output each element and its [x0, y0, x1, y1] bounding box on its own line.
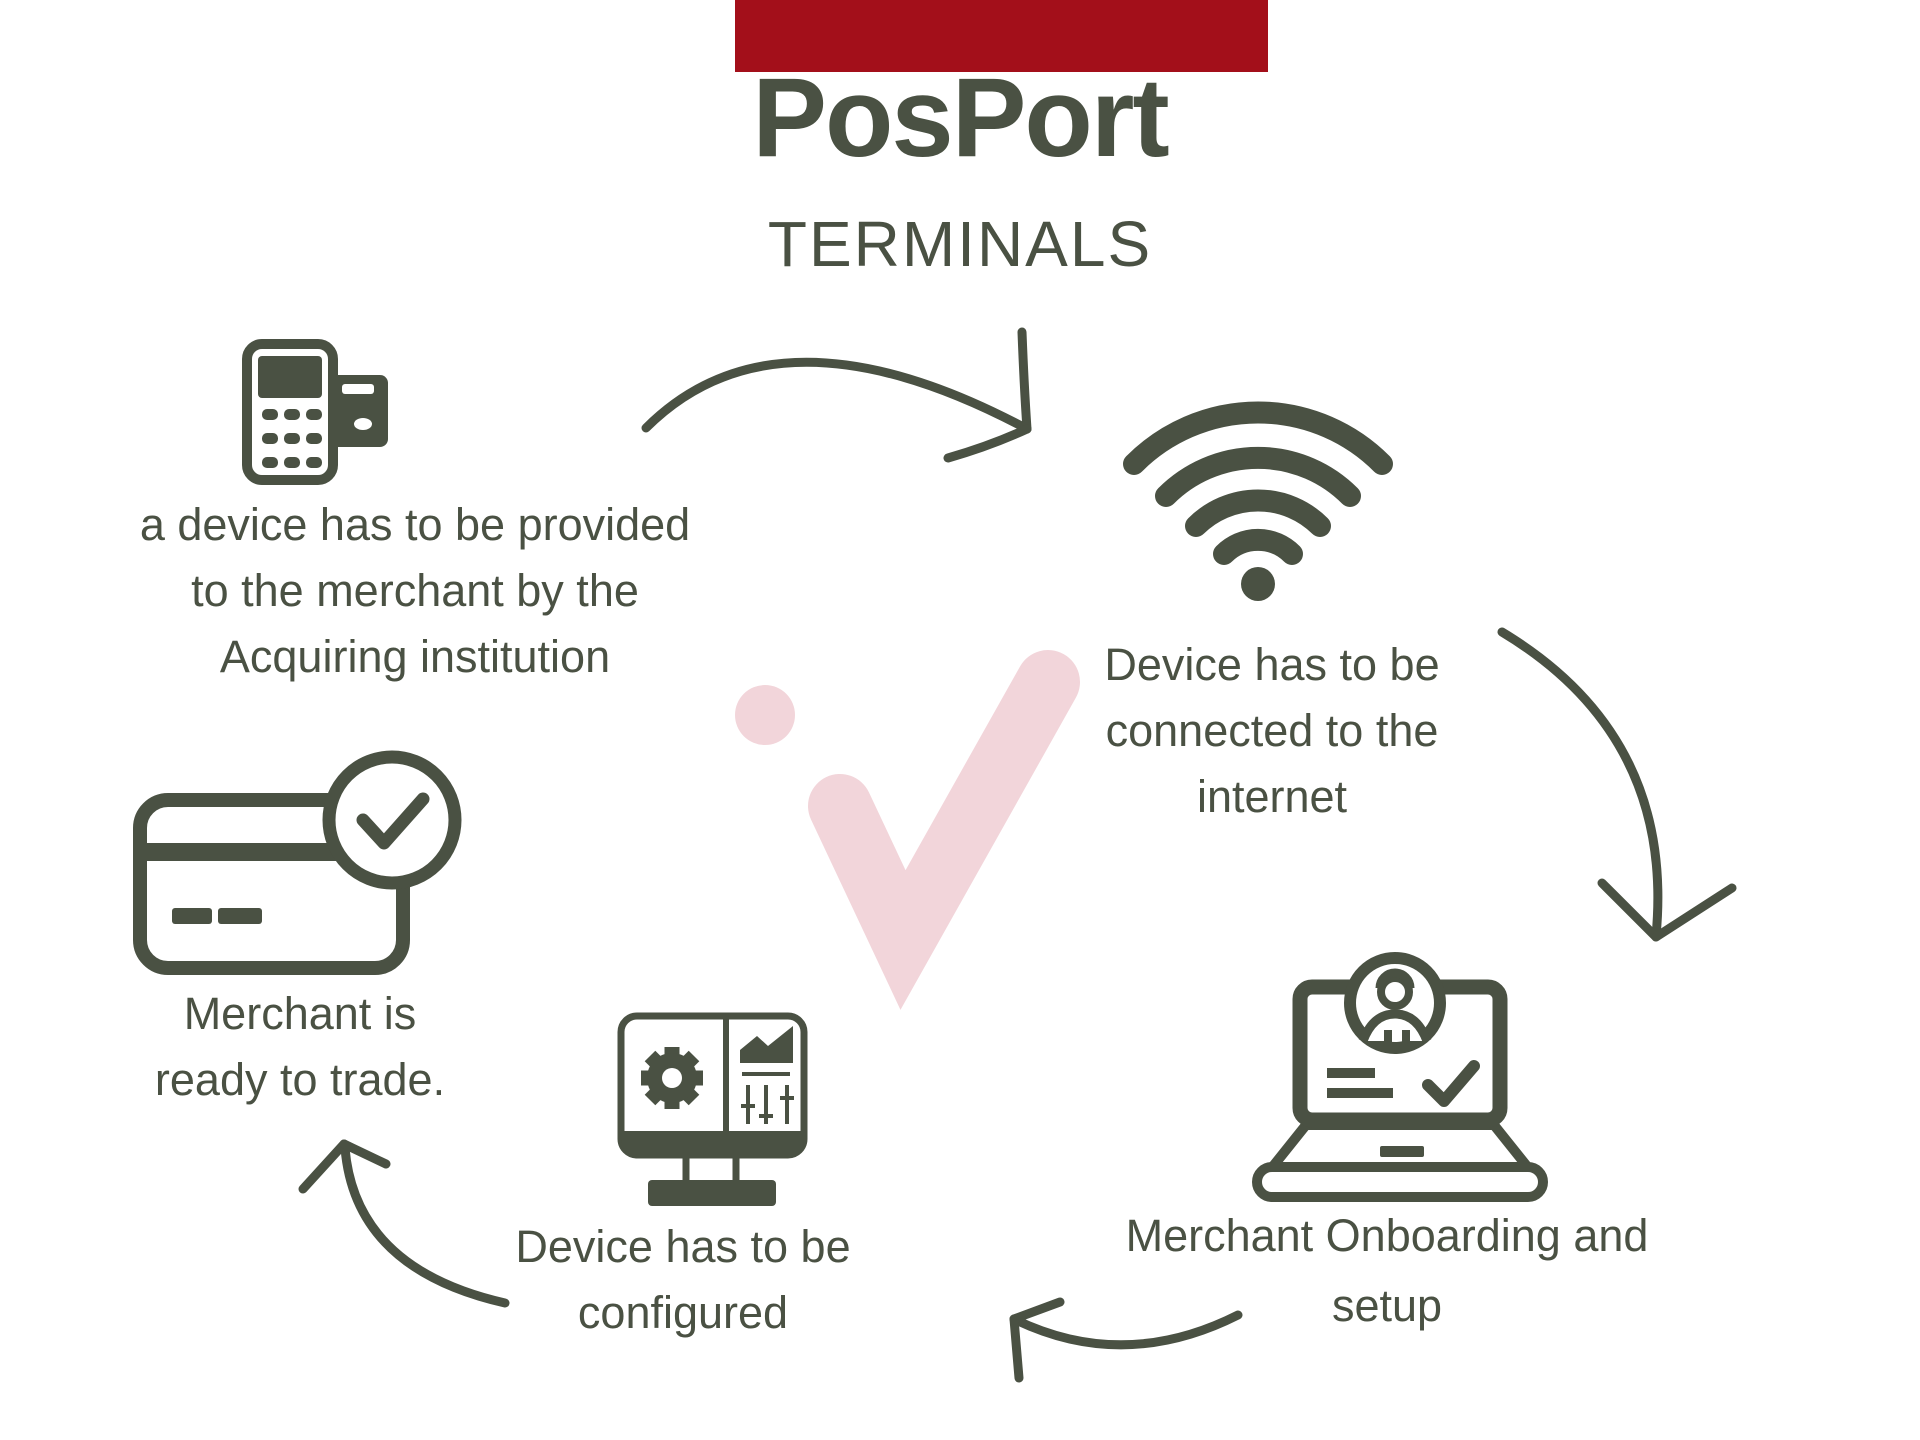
step-text-line: Device has to be — [1104, 639, 1440, 690]
step-text-line: Acquiring institution — [219, 631, 611, 682]
flow-arrow-4 — [298, 1139, 510, 1308]
step-label-connect-internet: Device has to be connected to the intern… — [1104, 632, 1439, 830]
card-check-icon — [133, 750, 462, 975]
page-title: PosPort — [752, 55, 1169, 180]
step-text-line: Device has to be — [515, 1221, 851, 1272]
step-text-line: a device has to be provided — [139, 499, 691, 550]
pink-check-watermark — [735, 650, 1080, 1010]
monitor-settings-icon — [617, 1012, 808, 1206]
flow-arrow-1 — [641, 327, 1032, 463]
flow-arrow-3 — [1009, 1297, 1243, 1383]
step-text-line: to the merchant by the — [191, 565, 639, 616]
step-text-line: ready to trade. — [154, 1054, 446, 1105]
step-text-line: Merchant is — [183, 988, 417, 1039]
title-banner — [735, 0, 1268, 72]
step-text-line: connected to the — [1105, 705, 1439, 756]
step-label-merchant-onboarding: Merchant Onboarding and setup — [1126, 1201, 1649, 1341]
step-text-line: internet — [1196, 771, 1348, 822]
step-label-configure-device: Device has to be configured — [515, 1214, 850, 1346]
step-text-line: configured — [577, 1287, 789, 1338]
step-label-ready-to-trade: Merchant is ready to trade. — [155, 981, 445, 1113]
step-text-line: setup — [1331, 1280, 1443, 1331]
flow-arrow-2 — [1497, 627, 1737, 942]
step-label-provide-device: a device has to be provided to the merch… — [140, 492, 690, 690]
laptop-onboarding-icon — [1252, 952, 1548, 1202]
step-text-line: Merchant Onboarding and — [1125, 1210, 1649, 1261]
page-subtitle: TERMINALS — [767, 208, 1153, 280]
wifi-icon — [1123, 401, 1393, 601]
pos-terminal-icon — [242, 339, 388, 485]
